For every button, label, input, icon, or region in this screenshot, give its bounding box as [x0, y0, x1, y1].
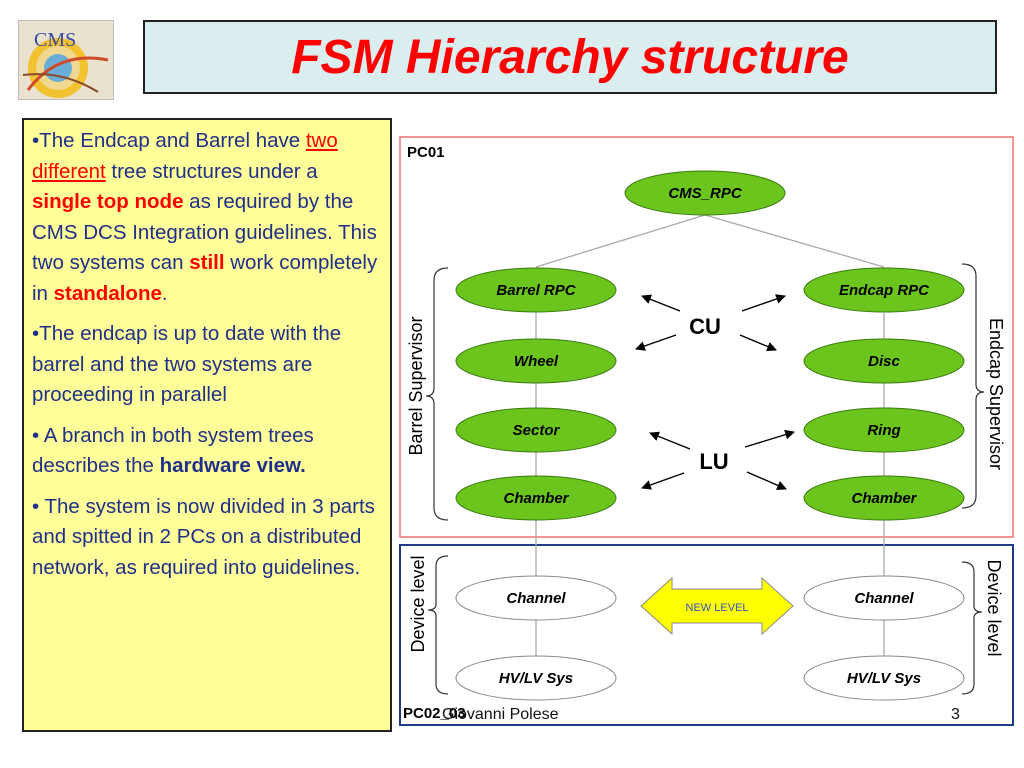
bullet-text: work completely in	[32, 251, 378, 305]
node-label-channel-left: Channel	[506, 590, 566, 607]
node-endcap-rpc[interactable]: Endcap RPC	[803, 267, 965, 313]
node-sector[interactable]: Sector	[455, 407, 617, 453]
cu-label: CU	[689, 314, 721, 339]
node-endcap-chamber[interactable]: Chamber	[803, 475, 965, 521]
node-disc[interactable]: Disc	[803, 338, 965, 384]
cms-logo: CMS	[18, 20, 114, 100]
pc01-label: PC01	[407, 144, 445, 161]
pc02-label: PC02_03	[403, 705, 466, 722]
bullet-text: .	[161, 281, 168, 305]
node-wheel[interactable]: Wheel	[455, 338, 617, 384]
node-label-endcap-rpc: Endcap RPC	[839, 282, 930, 299]
device-brace-right	[961, 561, 983, 695]
bullet-paragraph: • The system is now divided in 3 parts a…	[32, 492, 382, 584]
endcap-brace	[961, 263, 985, 509]
page-title: FSM Hierarchy structure	[291, 30, 849, 84]
bullet-text: as required by the CMS DCS Integration g…	[32, 190, 377, 274]
bullet-text: single top node	[32, 190, 184, 213]
node-label-disc: Disc	[868, 353, 900, 370]
node-ring[interactable]: Ring	[803, 407, 965, 453]
node-label-cms-rpc: CMS_RPC	[668, 185, 743, 202]
slide-number: 3	[951, 706, 960, 723]
pc02-box	[399, 544, 1014, 726]
node-cms-rpc[interactable]: CMS_RPC	[624, 170, 786, 216]
cu-lu-arrows	[635, 294, 795, 490]
description-box: •The Endcap and Barrel have two differen…	[22, 118, 392, 732]
bullet-paragraph: •The Endcap and Barrel have two differen…	[32, 126, 382, 309]
title-banner: FSM Hierarchy structure	[143, 20, 997, 94]
bullet-paragraph: • A branch in both system trees describe…	[32, 421, 382, 482]
node-barrel-chamber[interactable]: Chamber	[455, 475, 617, 521]
device-level-left-label: Device level	[408, 555, 428, 652]
node-hvlv-left[interactable]: HV/LV Sys	[455, 655, 617, 701]
node-label-endcap-chamber: Chamber	[851, 490, 917, 507]
pc01-box	[399, 136, 1014, 538]
bullet-text: • A branch in both system trees describe…	[32, 423, 314, 478]
barrel-supervisor-label: Barrel Supervisor	[406, 316, 426, 455]
logo-text: CMS	[34, 29, 76, 51]
node-label-ring: Ring	[867, 422, 900, 439]
bullet-text: •The endcap is up to date with the barre…	[32, 322, 342, 406]
bullet-text: two different	[32, 129, 338, 183]
node-label-channel-right: Channel	[854, 590, 914, 607]
node-label-barrel-rpc: Barrel RPC	[496, 282, 576, 299]
node-label-hvlv-left: HV/LV Sys	[499, 670, 573, 687]
device-brace-left	[427, 555, 449, 695]
bullet-text: hardware view.	[159, 454, 306, 477]
connectors	[535, 214, 885, 657]
node-hvlv-right[interactable]: HV/LV Sys	[803, 655, 965, 701]
lu-label: LU	[699, 449, 728, 474]
bullet-text: • The system is now divided in 3 parts a…	[32, 494, 375, 579]
bullet-text: standalone	[53, 281, 162, 305]
bullet-paragraph: •The endcap is up to date with the barre…	[32, 319, 382, 411]
new-level-arrow: NEW LEVEL	[640, 576, 794, 636]
bullet-text: •The Endcap and Barrel have	[32, 129, 306, 152]
node-channel-right[interactable]: Channel	[803, 575, 965, 621]
footer-author: Giovanni Polese	[442, 706, 559, 723]
node-channel-left[interactable]: Channel	[455, 575, 617, 621]
node-label-sector: Sector	[513, 422, 561, 439]
node-label-wheel: Wheel	[514, 353, 559, 370]
device-level-right-label: Device level	[984, 559, 1004, 656]
node-barrel-rpc[interactable]: Barrel RPC	[455, 267, 617, 313]
node-label-hvlv-right: HV/LV Sys	[847, 670, 921, 687]
bullet-text: tree structures under a	[105, 159, 318, 183]
new-level-label: NEW LEVEL	[686, 602, 749, 614]
node-label-barrel-chamber: Chamber	[503, 490, 569, 507]
bullet-text: still	[189, 251, 225, 274]
barrel-brace	[425, 267, 449, 521]
endcap-supervisor-label: Endcap Supervisor	[986, 318, 1006, 470]
